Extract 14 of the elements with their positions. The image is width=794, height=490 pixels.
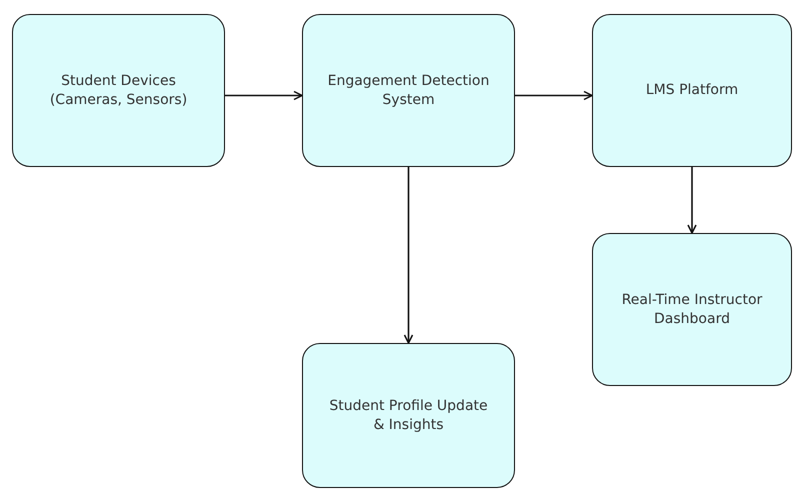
box-label: Student Profile Update & Insights (328, 397, 489, 434)
arrow (225, 90, 303, 100)
process-box (302, 343, 515, 488)
process-box (592, 14, 792, 167)
box-label: LMS Platform (646, 81, 738, 100)
process-box (302, 14, 515, 167)
process-box (12, 14, 225, 167)
arrow (687, 167, 697, 234)
box-label: Student Devices (Cameras, Sensors) (48, 72, 188, 109)
process-box (592, 233, 792, 386)
box-label: Real-Time Instructor Dashboard (620, 291, 764, 328)
arrow (404, 167, 414, 344)
arrow (515, 90, 593, 100)
box-label: Engagement Detection System (326, 72, 490, 109)
